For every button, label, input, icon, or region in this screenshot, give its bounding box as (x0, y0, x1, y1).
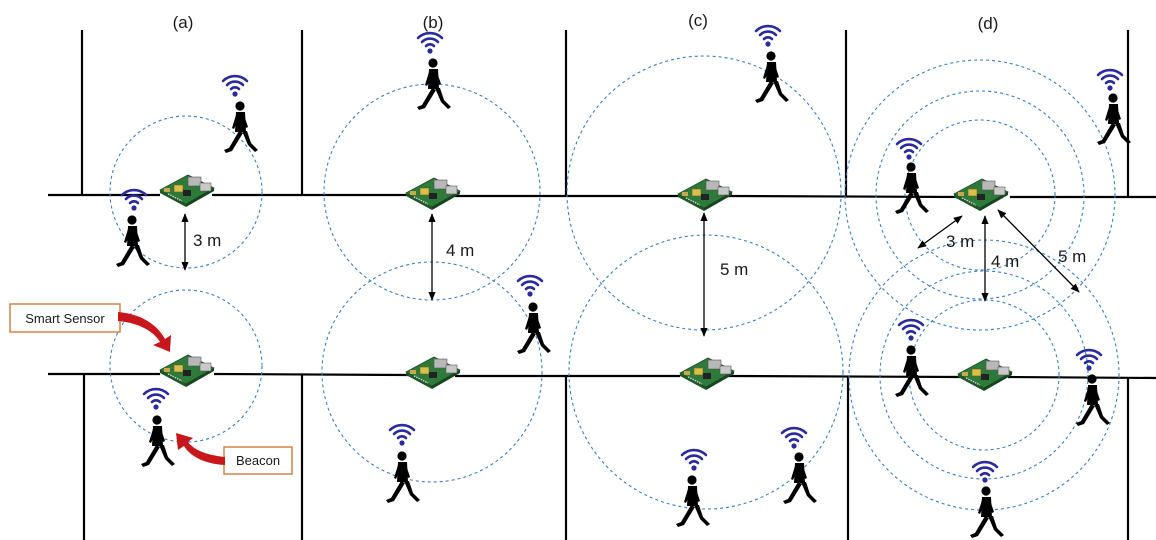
smart-sensor-callout: Smart Sensor (9, 303, 171, 352)
range-circle-a-bottom (109, 289, 263, 443)
wifi-signal-icon (416, 31, 444, 55)
raspberry-pi-board-icon (405, 177, 461, 211)
walking-person-icon (141, 415, 175, 467)
wifi-signal-icon (897, 318, 925, 342)
walking-person-icon (517, 302, 551, 354)
walking-person-icon (386, 451, 420, 503)
smart-sensor-label-box (9, 303, 121, 333)
wifi-signal-icon (221, 74, 249, 98)
wifi-signal-icon (388, 423, 416, 447)
beacon-label: Beacon (236, 453, 280, 468)
panel-label-d: (d) (978, 14, 999, 33)
range-circle-c-bottom (568, 234, 844, 510)
range-circle-d-top-3m (904, 119, 1056, 271)
beacon-arrow (176, 433, 225, 465)
corridor-walls (48, 30, 1156, 540)
walking-person-icon (970, 486, 1004, 538)
wall-lower-a2 (213, 372, 411, 377)
walking-person-icon (1076, 374, 1110, 426)
wifi-signal-icon (780, 426, 808, 450)
walking-person-icon (755, 51, 789, 103)
panel-label-a: (a) (173, 13, 194, 32)
walking-person-icon (224, 101, 258, 153)
wifi-signal-icon (516, 274, 544, 298)
wifi-signal-icon (120, 188, 148, 212)
panel-label-b: (b) (423, 13, 444, 32)
range-circles (109, 55, 1120, 511)
distance-label-d-3m: 3 m (946, 232, 974, 251)
walking-person-icon (116, 215, 150, 267)
raspberry-pi-board-icon (159, 354, 215, 388)
wifi-signal-icon (142, 387, 170, 411)
distance-label-d-4m: 4 m (991, 252, 1019, 271)
walking-person-icon (895, 162, 929, 214)
wifi-signal-icon (971, 460, 999, 484)
smart-sensor-label: Smart Sensor (25, 311, 105, 326)
distance-label-b: 4 m (446, 241, 474, 260)
walking-person-icon (676, 475, 710, 527)
wall-upper-c (725, 194, 961, 199)
raspberry-pi-board-icon (953, 178, 1009, 212)
walking-person-icon (895, 345, 929, 397)
beacon-callout: Beacon (176, 433, 293, 475)
range-circle-a-top (109, 115, 263, 269)
wall-lower-c (727, 374, 961, 379)
walking-person-icon (783, 452, 817, 504)
wall-lower-d (1007, 375, 1156, 380)
wifi-signal-icon (1075, 348, 1103, 372)
distance-label-d-5m: 5 m (1058, 247, 1086, 266)
wifi-signal-icon (1096, 68, 1124, 92)
distance-label-a: 3 m (193, 231, 221, 250)
wifi-signal-icon (895, 137, 923, 161)
panel-label-c: (c) (688, 11, 708, 30)
distance-arrow-d-5m (997, 209, 1080, 293)
range-circle-d-top-4m (875, 90, 1085, 300)
wifi-signal-icon (754, 24, 782, 48)
smart-sensor-arrow (118, 312, 171, 352)
raspberry-pi-board-icon (677, 178, 733, 212)
distance-arrow-d-3m (917, 215, 963, 249)
raspberry-pi-board-icon (405, 356, 461, 390)
wifi-signal-icon (680, 448, 708, 472)
raspberry-pi-board-icon (159, 174, 215, 208)
raspberry-pi-board-icon (957, 358, 1013, 392)
range-circle-d-top-5m (844, 59, 1116, 331)
distance-label-c: 5 m (720, 260, 748, 279)
distance-arrows (181, 209, 1080, 337)
raspberry-pi-board-icon (679, 357, 735, 391)
range-circle-c-top (566, 55, 842, 331)
sensor-boards (159, 174, 1013, 392)
